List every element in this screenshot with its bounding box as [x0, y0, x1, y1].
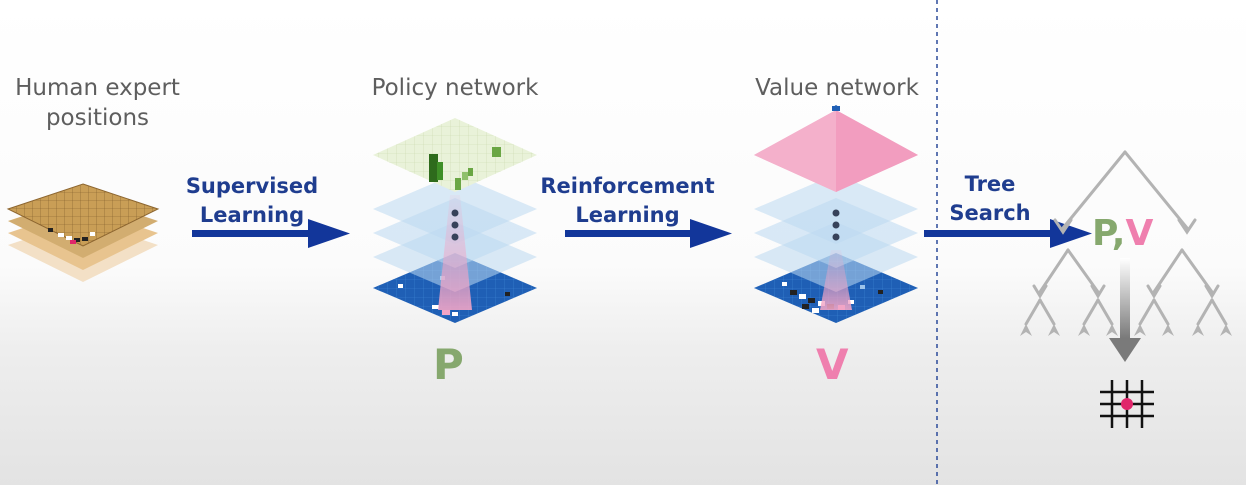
tree-v-label: V [1125, 213, 1154, 254]
supervised-line1: Supervised [185, 174, 319, 198]
tree-comma: , [1111, 213, 1126, 254]
reinforcement-line2: Learning [575, 203, 680, 227]
policy-network-icon [373, 118, 537, 323]
reinforcement-learning-label: Reinforcement Learning [520, 172, 735, 230]
supervised-line2: Learning [199, 203, 305, 227]
tree-search-label: Tree Search [930, 170, 1050, 228]
value-output-letter: V [816, 340, 849, 389]
value-network-icon [754, 105, 918, 323]
tree-search-line2: Search [949, 201, 1031, 225]
reinforcement-arrow-icon [565, 219, 732, 248]
human-caption-line1: Human expert [15, 75, 180, 101]
down-arrow-icon [1109, 258, 1141, 362]
tree-p-label: P [1092, 213, 1112, 254]
value-network-caption: Value network [755, 75, 919, 101]
search-tree-icon [1024, 150, 1228, 326]
reinforcement-line1: Reinforcement [540, 174, 715, 198]
policy-network-caption: Policy network [371, 75, 539, 101]
human-positions-caption: Human expert positions [0, 73, 195, 133]
tree-search-line1: Tree [964, 172, 1016, 196]
grid-move-icon [1100, 380, 1154, 428]
tree-root-label: P,V [1092, 212, 1153, 256]
supervised-arrow-icon [192, 219, 350, 248]
supervised-learning-label: Supervised Learning [172, 172, 332, 230]
policy-output-letter: P [433, 340, 464, 389]
human-caption-line2: positions [45, 105, 150, 131]
tree-leaf-arrowheads-icon [1020, 324, 1232, 336]
go-board-stack-icon [6, 183, 160, 282]
